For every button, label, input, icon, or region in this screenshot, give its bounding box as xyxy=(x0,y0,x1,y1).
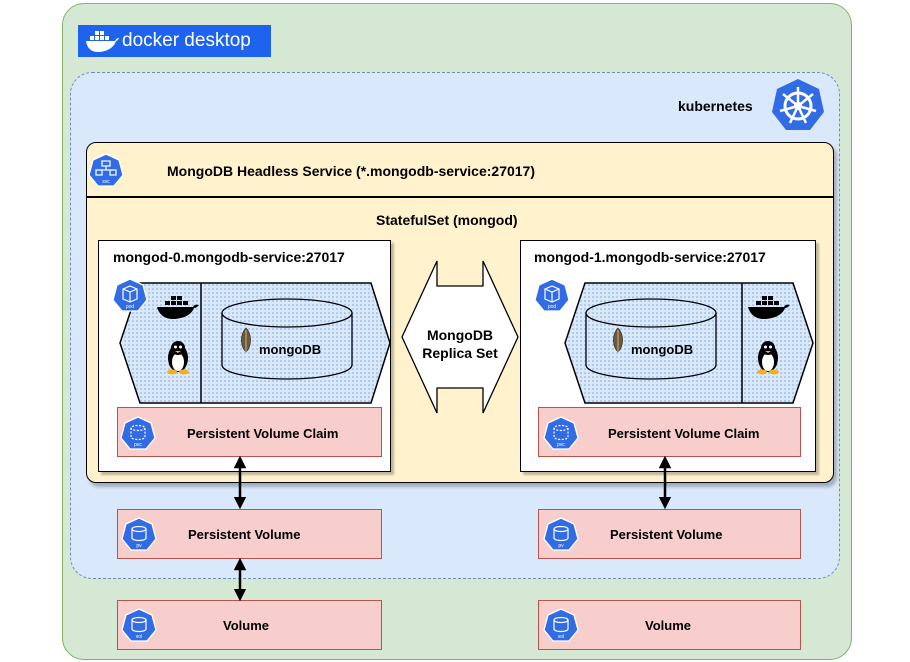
pv-icon: pv xyxy=(121,517,157,551)
mongodb-leaf-icon xyxy=(613,327,623,353)
svg-text:svc: svc xyxy=(102,179,110,185)
mongodb-leaf-icon xyxy=(241,327,251,353)
svg-text:pod: pod xyxy=(126,304,135,310)
statefulset-title: StatefulSet (mongod) xyxy=(376,212,518,228)
volume-box-1 xyxy=(538,600,801,650)
service-icon: svc xyxy=(88,153,124,187)
replica-set-label: MongoDB Replica Set xyxy=(410,326,510,362)
pv-icon: pv xyxy=(543,517,579,551)
mongodb-database-cylinder-0 xyxy=(221,298,353,380)
docker-whale-icon xyxy=(157,296,199,319)
pvc-icon: pvc xyxy=(543,416,579,450)
volume-box-0 xyxy=(117,600,382,650)
replica-set-line-2: Replica Set xyxy=(422,345,498,361)
linux-tux-icon xyxy=(757,341,779,375)
mongodb-database-cylinder-1 xyxy=(585,298,717,380)
pv-label-1: Persistent Volume xyxy=(610,527,723,542)
svg-text:pv: pv xyxy=(558,543,564,549)
mongodb-label-1: mongoDB xyxy=(631,342,694,357)
svg-text:pvc: pvc xyxy=(134,442,142,448)
pvc-box-0 xyxy=(117,407,382,457)
pv-box-0 xyxy=(117,509,382,559)
svg-text:vol: vol xyxy=(136,634,142,640)
pv-box-1 xyxy=(538,509,801,559)
pod-icon: pod xyxy=(112,278,148,312)
pod-title-1: mongod-1.mongodb-service:27017 xyxy=(534,249,766,265)
svg-text:pod: pod xyxy=(548,304,557,310)
svg-text:vol: vol xyxy=(558,634,564,640)
pvc-box-1 xyxy=(538,407,801,457)
pvc-label-1: Persistent Volume Claim xyxy=(608,426,760,441)
replica-set-line-1: MongoDB xyxy=(426,327,494,343)
pod-icon: pod xyxy=(534,278,570,312)
kubernetes-label: kubernetes xyxy=(678,98,753,114)
service-divider xyxy=(86,196,834,198)
pv-label-0: Persistent Volume xyxy=(188,527,301,542)
docker-whale-icon xyxy=(748,296,790,319)
pod-title-0: mongod-0.mongodb-service:27017 xyxy=(113,249,345,265)
replica-set-double-arrow xyxy=(401,260,519,414)
docker-desktop-logo: docker desktop xyxy=(78,25,271,57)
docker-desktop-wordmark: docker desktop xyxy=(122,30,251,51)
svg-text:pvc: pvc xyxy=(557,442,565,448)
volume-icon: vol xyxy=(121,608,157,642)
pvc-icon: pvc xyxy=(120,416,156,450)
kubernetes-helm-icon xyxy=(772,79,824,130)
volume-label-1: Volume xyxy=(645,618,691,633)
headless-service-title: MongoDB Headless Service (*.mongodb-serv… xyxy=(167,163,536,179)
linux-tux-icon xyxy=(167,341,189,375)
volume-label-0: Volume xyxy=(223,618,269,633)
mongodb-label-0: mongoDB xyxy=(259,342,322,357)
svg-text:pv: pv xyxy=(136,543,142,549)
docker-whale-icon xyxy=(86,31,119,52)
volume-icon: vol xyxy=(543,608,579,642)
pvc-label-0: Persistent Volume Claim xyxy=(187,426,339,441)
